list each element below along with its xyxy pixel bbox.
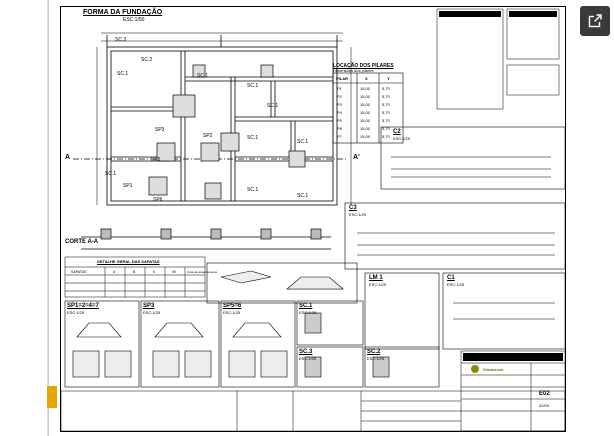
beam-c3-scale: ESC:1/25	[349, 212, 367, 217]
plan-label-sc1: SC.1	[197, 73, 209, 79]
pillar-row: 5,70	[382, 118, 390, 123]
corte-label: CORTE A-A	[65, 239, 99, 245]
drawing-frame: FORMA DA FUNDAÇÃO ESC:1/50 CORTE A-A A A…	[60, 6, 566, 432]
title-block-fill	[463, 353, 563, 373]
pillar-row: P2	[337, 94, 342, 99]
pillar-row: 5,70	[382, 86, 390, 91]
pillar-table-title: LOCAÇÃO DOS PILARES	[333, 63, 394, 69]
beam-lm1-title: LM 1	[369, 275, 383, 281]
pillar-row: 15,00	[360, 134, 371, 139]
section-mark-a-prime: A'	[353, 154, 360, 161]
pillar-row: P4	[337, 110, 342, 115]
footing-sp3-title: SP3	[143, 303, 155, 309]
pillar-row: 15,00	[360, 86, 371, 91]
pillar-table-header: Y	[387, 76, 390, 81]
pillar-row: 5,70	[382, 110, 390, 115]
beam-c2-scale: ESC:1/25	[393, 136, 411, 141]
footing-sp3-scale: ESC:1/25	[143, 310, 161, 315]
plan-label-sc1: SC.1	[297, 193, 309, 199]
beam-lm1-c1	[364, 272, 565, 350]
expand-button[interactable]	[580, 6, 610, 36]
footing-sc1-scale: ESC:1/25	[299, 310, 317, 315]
footing-perspective	[206, 262, 358, 304]
pillar-row: 5,70	[382, 102, 390, 107]
plan-label-sc2: SC.2	[141, 57, 153, 63]
plan-label-sc1: SC.1	[297, 139, 309, 145]
footing-sc2-title: SC.2	[367, 349, 381, 355]
footing-sp5-title: SP5=6	[223, 303, 242, 309]
pillar-row: 15,00	[360, 110, 371, 115]
plan-label-sc1: SC.1	[247, 187, 259, 193]
footing-sp1-title: SP1=2=4=7	[67, 303, 99, 309]
footing-sc1-title: SC.1	[299, 303, 313, 309]
section-mark-a: A	[65, 154, 71, 161]
footing-detail-boxes	[64, 300, 440, 388]
footing-table-header: A	[113, 270, 116, 274]
sheet-code: E02	[539, 391, 550, 397]
plan-scale: ESC:1/50	[123, 17, 145, 23]
plan-label-sc3: SC.3	[115, 37, 127, 43]
beam-lm1-scale: ESC:1/25	[369, 282, 387, 287]
pillar-row: P3	[337, 102, 342, 107]
pillar-table-header: X	[365, 76, 368, 81]
beam-c1-scale: ESC:1/25	[447, 282, 465, 287]
footing-table-header: h	[153, 270, 155, 274]
footing-shapes	[72, 312, 390, 378]
pillar-row: P5	[337, 118, 342, 123]
pillar-row: 5,70	[382, 134, 390, 139]
dimension-lines	[96, 32, 352, 205]
beam-c3	[344, 202, 565, 270]
pillar-row: 5,70	[382, 126, 390, 131]
footing-sc3-title: SC.3	[299, 349, 313, 355]
plan-label-sc1: SC.1	[247, 83, 259, 89]
footing-table-title: DETALHE GERAL DAS SAPATAS	[97, 259, 160, 264]
footing-table-header: h0	[172, 270, 176, 274]
pillar-row: P7	[337, 134, 342, 139]
plan-label-sp3: SP3	[155, 127, 165, 133]
pillar-table-subtitle: Dimensões dos pilares	[333, 68, 374, 73]
pillar-row: 15,00	[360, 126, 371, 131]
pillar-table-lines	[332, 72, 404, 144]
footing-table-header: B	[133, 270, 136, 274]
pillar-row: P1	[337, 86, 342, 91]
pillar-row: P6	[337, 126, 342, 131]
footing-sp5-scale: ESC:1/25	[223, 310, 241, 315]
section-cut	[81, 228, 331, 250]
plan-label-sc1: SC.1	[267, 103, 279, 109]
footing-sp1-scale: ESC:1/25	[67, 310, 85, 315]
expand-icon	[588, 14, 602, 28]
title-block-lines	[61, 350, 565, 431]
pillar-row: 15,00	[360, 118, 371, 123]
footing-marks	[148, 64, 306, 200]
footing-table-lines	[64, 256, 206, 298]
plan-label-sc1: SC.1	[247, 135, 259, 141]
pillar-table-header: PILAR	[336, 76, 348, 81]
plan-label-sp5: SP5	[151, 157, 161, 163]
plan-label-sp1: SP1	[123, 183, 133, 189]
footing-table-header: Cota de assentamento	[187, 270, 218, 274]
beam-c1-title: C1	[447, 275, 455, 281]
pillar-row: 5,70	[382, 94, 390, 99]
beam-c2-title: C2	[393, 129, 401, 135]
plan-label-sp2: SP2	[203, 133, 213, 139]
plan-label-sp6: SP6	[153, 197, 163, 203]
pillar-row: 15,00	[360, 94, 371, 99]
footing-sc3-scale: ESC:1/25	[299, 356, 317, 361]
plan-label-sc1: SC.1	[105, 171, 117, 177]
company-logo-text: Sinduscon	[483, 367, 504, 372]
steel-table-fill	[439, 11, 557, 17]
beam-c2	[380, 126, 565, 190]
plan-title: FORMA DA FUNDAÇÃO	[83, 9, 163, 16]
beam-c3-title: C3	[349, 205, 357, 211]
drawing-canvas	[61, 8, 565, 431]
foundation-plan-lines	[73, 35, 346, 206]
footing-sc2-scale: ESC:1/25	[367, 356, 385, 361]
steel-tables	[436, 8, 560, 110]
sheet-tab-marker	[47, 386, 57, 408]
footing-table-header: SAPATAS	[71, 270, 87, 274]
plan-label-sc1: SC.1	[117, 71, 129, 77]
pillar-row: 15,00	[360, 102, 371, 107]
sheet-page: 02/03	[539, 403, 550, 408]
